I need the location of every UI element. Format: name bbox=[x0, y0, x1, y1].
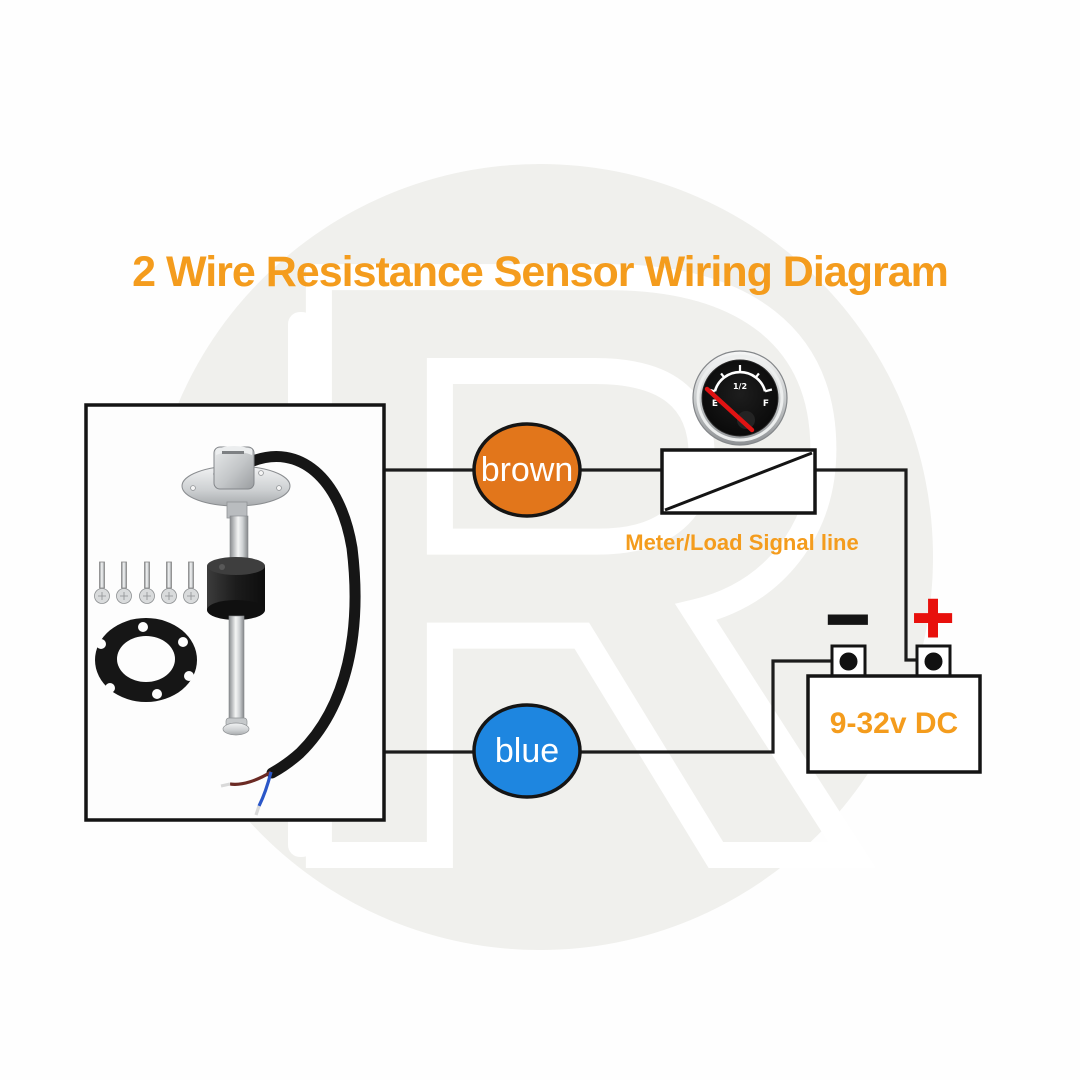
battery-positive-terminal-dot bbox=[924, 652, 943, 671]
cable-brown-lead-tip bbox=[220, 782, 231, 788]
blue-wire-label: blue bbox=[494, 731, 560, 770]
sensor-cable bbox=[220, 451, 361, 816]
gauge-empty-label: E bbox=[712, 399, 718, 409]
brown-wire-node bbox=[472, 422, 582, 518]
wire-lines bbox=[384, 468, 922, 754]
cable-blue-lead-tip bbox=[254, 805, 261, 816]
battery-body bbox=[806, 674, 982, 774]
rubber-gasket bbox=[95, 618, 197, 702]
fuel-gauge: E 1/2 F bbox=[692, 350, 788, 446]
gauge-needle bbox=[704, 386, 755, 433]
sensor-flange bbox=[181, 446, 291, 507]
cable-brown-lead bbox=[229, 770, 272, 786]
battery-positive-symbol: + bbox=[911, 578, 955, 658]
cable-blue-lead bbox=[257, 771, 273, 807]
meter-box-diagonal bbox=[664, 451, 813, 512]
gauge-full-label: F bbox=[763, 399, 769, 409]
battery-voltage-label: 9-32v DC bbox=[829, 707, 959, 740]
mounting-screws bbox=[94, 561, 199, 604]
battery-negative-terminal-dot bbox=[839, 652, 858, 671]
sensor-end-cap bbox=[222, 722, 250, 736]
gauge-hub bbox=[737, 411, 755, 429]
blue-wire-node bbox=[472, 703, 582, 799]
meter-to-battery-positive-wire bbox=[814, 468, 922, 662]
gauge-half-label: 1/2 bbox=[733, 382, 747, 391]
meter-load-box bbox=[660, 448, 817, 515]
battery bbox=[806, 644, 982, 774]
page-title: 2 Wire Resistance Sensor Wiring Diagram bbox=[132, 248, 949, 296]
brown-wire-label: brown bbox=[480, 450, 574, 489]
sensor-photo-box bbox=[84, 403, 386, 822]
sensor-shaft bbox=[207, 501, 265, 736]
battery-negative-symbol: − bbox=[825, 577, 871, 662]
meter-load-caption: Meter/Load Signal line bbox=[625, 530, 859, 555]
gauge-scale-arc bbox=[713, 370, 767, 392]
blue-to-battery-negative-wire bbox=[580, 659, 838, 754]
